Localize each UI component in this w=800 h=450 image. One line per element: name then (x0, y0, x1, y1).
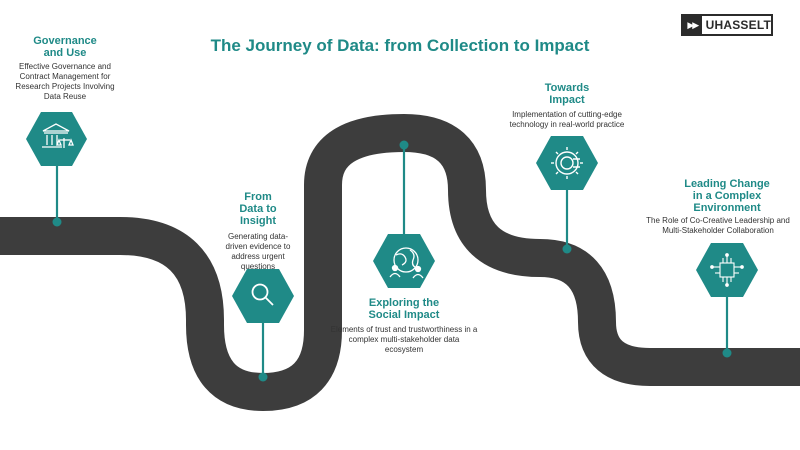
hexagon-5 (696, 243, 758, 297)
page-title: The Journey of Data: from Collection to … (210, 36, 590, 55)
stage-2-title: From Data to Insight (222, 191, 294, 227)
stage-1-title-line: Governance (33, 35, 97, 47)
governance-scales-icon (42, 123, 74, 148)
gear-icon (551, 147, 583, 179)
stage-5-description: The Role of Co-Creative Leadership and M… (646, 216, 790, 235)
globe-people-icon (389, 247, 424, 279)
stage-5-title-line: in a Complex (692, 190, 762, 202)
stage-1-title-line: and Use (43, 47, 87, 59)
hexagon-3 (373, 234, 435, 288)
play-arrows-icon: ▶▶ (683, 16, 702, 34)
stage-1-title: Governance and Use (10, 35, 120, 59)
stage-2-description: Generating data-driven evidence to addre… (225, 232, 291, 271)
magnifier-icon (251, 283, 274, 306)
stage-3-title-line: Social Impact (368, 309, 440, 321)
road-dot-4 (562, 244, 572, 254)
stage-2-title-line: Insight (239, 215, 277, 227)
stage-5-title: Leading Change in a Complex Environment (660, 178, 794, 214)
hexagon-4 (536, 136, 598, 190)
road-dot-2 (258, 372, 268, 382)
logo-text: UHASSELT (705, 18, 771, 32)
stage-3-title-line: Exploring the (368, 297, 440, 309)
hexagon-2 (232, 269, 294, 323)
stage-2-title-line: Data to (239, 203, 277, 215)
stage-3-description: Elements of trust and trustworthiness in… (330, 325, 478, 354)
road-dot-1 (52, 217, 62, 227)
stage-5-title-line: Leading Change (684, 178, 770, 190)
stage-4-description: Implementation of cutting-edge technolog… (509, 110, 625, 129)
circuit-icon (710, 253, 744, 287)
stage-4-title-line: Towards (544, 82, 590, 94)
stage-1-description: Effective Governance and Contract Manage… (15, 62, 115, 101)
road-dot-3 (399, 140, 409, 150)
road-dot-5 (722, 348, 732, 358)
stage-5-title-line: Environment (693, 202, 761, 214)
stage-4-title: Towards Impact (520, 82, 614, 106)
stage-2-title-line: From (244, 191, 272, 203)
stage-3-title: Exploring the Social Impact (348, 297, 460, 321)
uhasselt-logo: ▶▶ UHASSELT (681, 14, 773, 36)
stage-4-title-line: Impact (549, 94, 585, 106)
road-path (0, 114, 800, 411)
